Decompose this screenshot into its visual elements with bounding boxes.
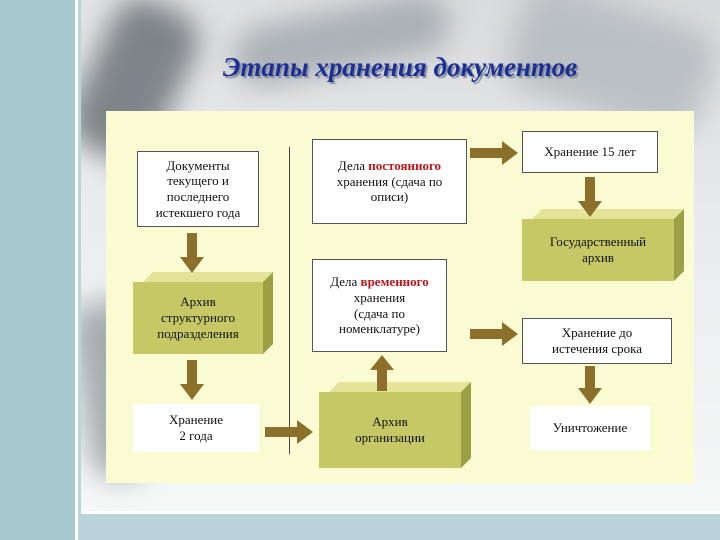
storage-2y-box: Хранение 2 года: [133, 404, 259, 452]
temporary-post: хранения (сдача по номенклатуре): [338, 289, 420, 337]
temporary-pre: Дела: [330, 274, 361, 290]
org-archive-label: Архив организации: [355, 413, 425, 445]
permanent-post: хранения (сдача по описи): [336, 173, 443, 205]
struct-archive-label: Архив структурного подразделения: [157, 293, 239, 342]
temporary-storage-box: Дела временного хранения (сдача по номен…: [312, 259, 447, 352]
arrow-down-icon: [578, 366, 602, 404]
state-archive-block: Государственный архив: [522, 219, 674, 281]
temporary-storage-text: Дела временного хранения (сдача по номен…: [330, 274, 429, 336]
arrow-down-icon: [180, 360, 204, 400]
storage-2y-label: Хранение 2 года: [168, 412, 224, 443]
temporary-highlight: временного: [360, 274, 429, 290]
current-docs-box: Документы текущего и последнего истекшег…: [137, 151, 259, 227]
until-expiry-label: Хранение до истечения срока: [552, 325, 642, 356]
column-divider: [289, 147, 290, 454]
storage-15y-box: Хранение 15 лет: [522, 131, 658, 173]
current-docs-label: Документы текущего и последнего истекшег…: [155, 157, 241, 220]
destruction-box: Уничтожение: [530, 406, 650, 450]
storage-15y-label: Хранение 15 лет: [544, 144, 636, 160]
arrow-up-icon: [370, 355, 394, 391]
bottom-decor-strip: [81, 511, 720, 540]
permanent-pre: Дела: [337, 158, 369, 174]
left-decor-band: [0, 0, 78, 540]
permanent-storage-box: Дела постоянного хранения (сдача по опис…: [312, 139, 467, 224]
struct-archive-block: Архив структурного подразделения: [133, 282, 263, 354]
org-archive-block: Архив организации: [319, 392, 461, 468]
state-archive-label: Государственный архив: [549, 233, 647, 265]
permanent-storage-text: Дела постоянного хранения (сдача по опис…: [337, 158, 443, 205]
destruction-label: Уничтожение: [552, 420, 628, 436]
arrow-down-icon: [180, 233, 204, 273]
arrow-right-icon: [470, 322, 518, 346]
arrow-right-icon: [265, 420, 313, 444]
slide-title: Этапы хранения документов: [222, 52, 578, 82]
arrow-right-icon: [470, 141, 518, 165]
until-expiry-box: Хранение до истечения срока: [522, 318, 672, 364]
arrow-down-icon: [578, 177, 602, 217]
permanent-highlight: постоянного: [368, 158, 442, 174]
